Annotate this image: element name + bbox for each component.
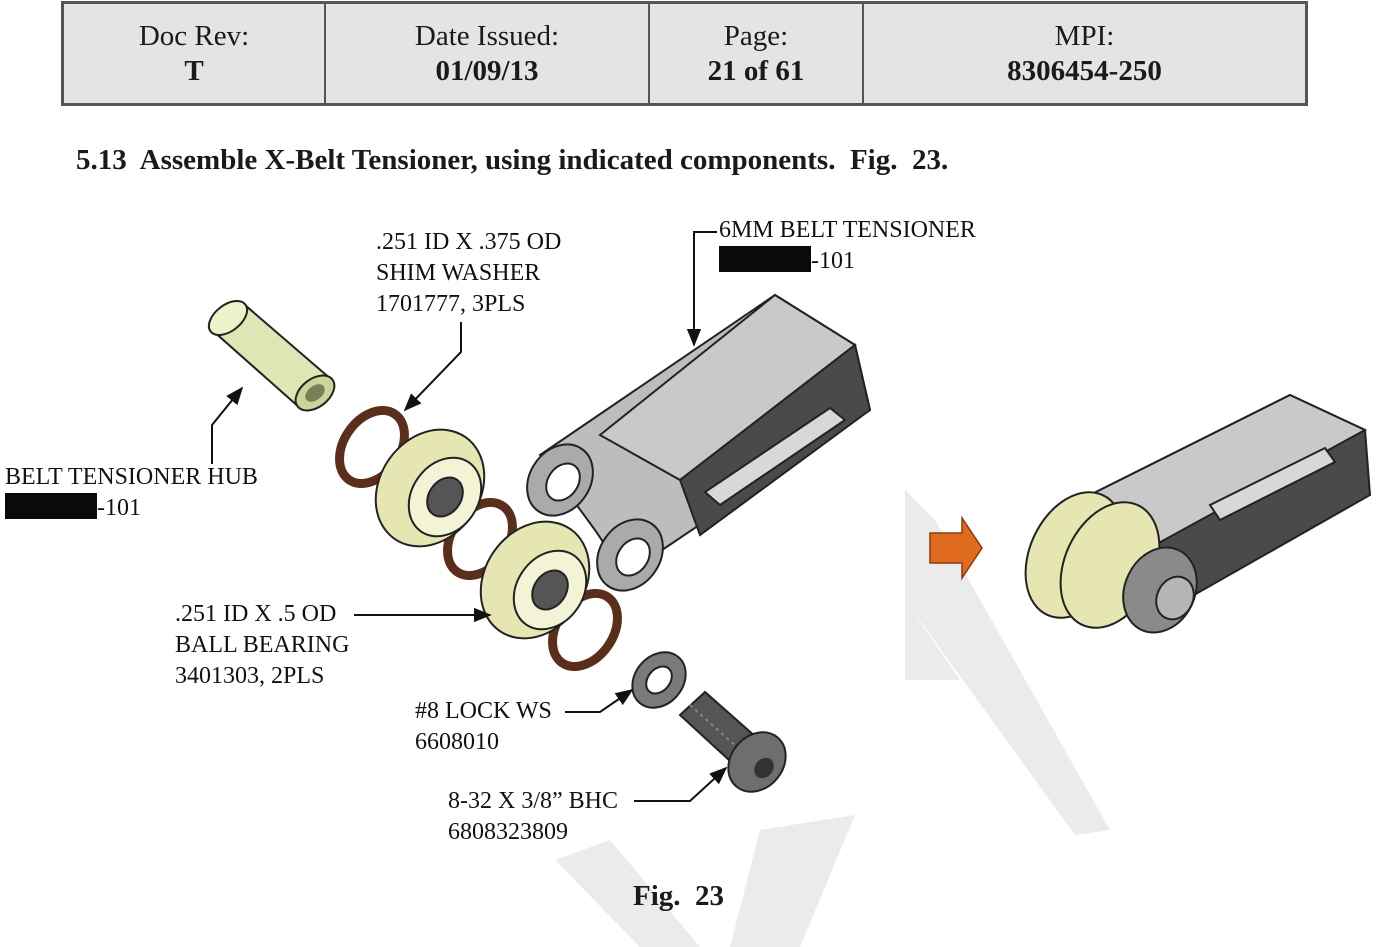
figure-caption: Fig. 23 [633, 880, 725, 912]
step-title: 5.13 Assemble X-Belt Tensioner, using in… [76, 144, 949, 176]
belt-tensioner-name: 6MM BELT TENSIONER [719, 217, 976, 243]
belt-tensioner-callout: 6MM BELT TENSIONER -101 [719, 215, 976, 277]
assembled-tensioner-icon [1024, 393, 1372, 634]
shim-washer-callout: .251 ID X .375 OD SHIM WASHER 1701777, 3… [376, 227, 561, 320]
shim-washer-part: 1701777, 3PLS [376, 291, 526, 317]
belt-tensioner-part: -101 [719, 246, 976, 277]
ball-bearing-icon [374, 428, 591, 640]
page-value: 21 of 61 [707, 54, 805, 87]
ball-bearing-callout: .251 ID X .5 OD BALL BEARING 3401303, 2P… [175, 599, 349, 692]
lock-washer-callout: #8 LOCK WS 6608010 [415, 696, 552, 758]
screw-callout: 8-32 X 3/8” BHC 6808323809 [448, 786, 618, 848]
mpi-cell: MPI: 8306454-250 [862, 1, 1308, 106]
redaction-block [5, 493, 97, 519]
hub-suffix: -101 [97, 495, 141, 521]
ball-bearing-size: .251 ID X .5 OD [175, 601, 337, 627]
doc-rev-cell: Doc Rev: T [61, 1, 326, 106]
shim-washer-name: SHIM WASHER [376, 260, 541, 286]
screw-part: 6808323809 [448, 819, 568, 845]
belt-tensioner-hub-icon [207, 300, 336, 412]
page-label: Page: [723, 19, 789, 52]
belt-tensioner-icon [526, 293, 872, 592]
hub-name: BELT TENSIONER HUB [5, 464, 258, 490]
hub-part: -101 [5, 493, 258, 524]
date-issued-cell: Date Issued: 01/09/13 [324, 1, 650, 106]
leader-lines [211, 231, 728, 802]
hub-callout: BELT TENSIONER HUB -101 [5, 462, 258, 524]
ball-bearing-part: 3401303, 2PLS [175, 663, 325, 689]
lock-washer-part: 6608010 [415, 729, 499, 755]
doc-rev-value: T [184, 54, 204, 87]
assembly-arrow-icon [929, 515, 983, 581]
button-head-screw-icon [678, 690, 787, 793]
doc-rev-label: Doc Rev: [138, 19, 250, 52]
watermark [555, 490, 1110, 947]
screw-name: 8-32 X 3/8” BHC [448, 788, 618, 814]
mpi-label: MPI: [1054, 19, 1115, 52]
shim-washer-size: .251 ID X .375 OD [376, 229, 562, 255]
redaction-block [719, 246, 811, 272]
date-issued-value: 01/09/13 [435, 54, 539, 87]
ball-bearing-name: BALL BEARING [175, 632, 350, 658]
lock-washer-icon [631, 651, 687, 709]
page-cell: Page: 21 of 61 [648, 1, 864, 106]
date-issued-label: Date Issued: [414, 19, 560, 52]
mpi-value: 8306454-250 [1007, 54, 1162, 87]
belt-tensioner-suffix: -101 [811, 248, 855, 274]
document-header-table: Doc Rev: T Date Issued: 01/09/13 Page: 2… [61, 1, 1308, 106]
lock-washer-name: #8 LOCK WS [415, 698, 552, 724]
